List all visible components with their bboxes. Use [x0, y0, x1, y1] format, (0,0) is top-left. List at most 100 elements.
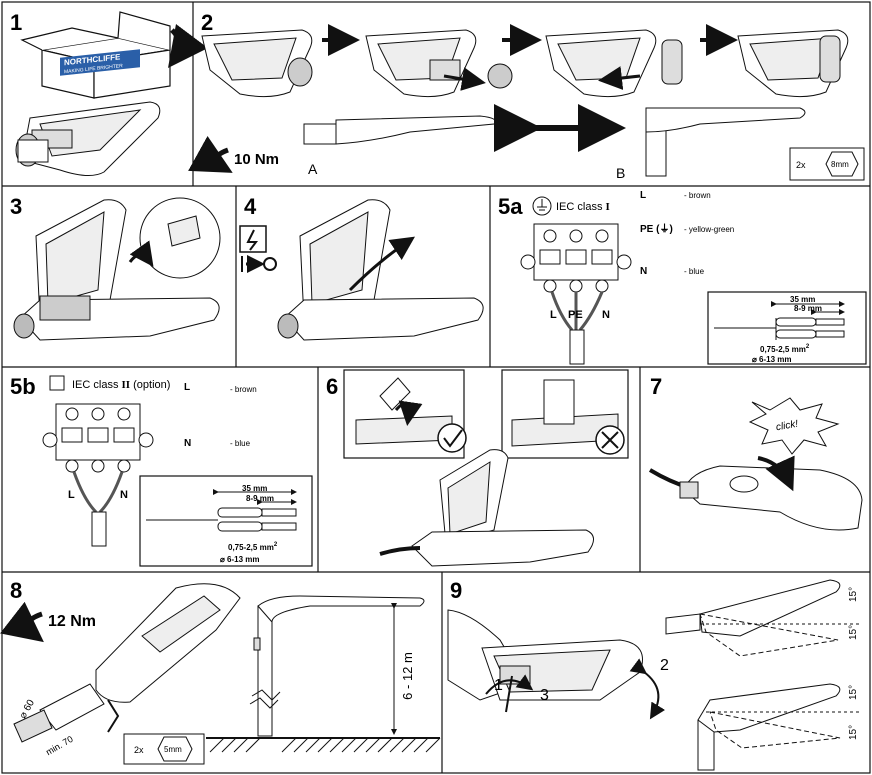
- close-lid-arrow: [757, 455, 795, 492]
- step-number-5b: 5b: [10, 374, 36, 399]
- step-3-label: 3: [540, 687, 549, 704]
- open-housing-illustration: [13, 197, 221, 341]
- cable-diameter: ⌀ 6-13 mm: [752, 355, 792, 364]
- open-adapter-sequence: [201, 29, 849, 98]
- panel-4: 4: [239, 194, 484, 341]
- hex-key-inserted-icon: [107, 699, 120, 733]
- iec-class-label-5b: IEC class II (option): [72, 379, 170, 391]
- legend-5b-code-n: N: [184, 438, 191, 449]
- luminaire-in-box-illustration: [15, 101, 161, 176]
- legend-5b-desc-n: - blue: [230, 439, 251, 448]
- legend-code-pe: PE (⏚): [640, 223, 673, 235]
- panel-7: 7 click!: [648, 374, 863, 531]
- strip-length-outer-5b: 35 mm: [242, 484, 267, 493]
- open-housing-wired-illustration: [379, 449, 594, 567]
- wire-strip-diagram: [707, 291, 867, 365]
- cross-mark-icon: [595, 425, 625, 455]
- variant-b-label: B: [616, 165, 625, 181]
- wire-bundle-2: [72, 471, 124, 547]
- tilt-side-view-bottom: [697, 683, 860, 771]
- tilt-angle-down: 15°: [848, 625, 859, 640]
- step-number-1: 1: [10, 10, 22, 35]
- step-number-7: 7: [650, 374, 662, 399]
- luminaire-on-spigot-illustration: [13, 583, 241, 743]
- panel-8: 8 12 Nm ⌀ 60 min. 70 2x 5mm: [0, 578, 441, 765]
- wire-strip-diagram-5b: [139, 475, 313, 567]
- step-number-3: 3: [10, 194, 22, 219]
- panel-1: 1 NORTHCLIFFE MAKING LIFE BRIGHTER: [10, 10, 208, 176]
- legend-code-n: N: [640, 266, 647, 277]
- sequence-arrows: [322, 24, 738, 91]
- panel-3: 3: [10, 194, 221, 341]
- terminal-l: L: [550, 309, 557, 321]
- tool-count-8: 2x: [134, 745, 144, 755]
- closed-luminaire-illustration: [648, 465, 863, 531]
- legend-5b-desc-l: - brown: [230, 385, 257, 394]
- click-sound-text: click!: [775, 419, 799, 434]
- tilt-angle-up-2: 15°: [848, 685, 859, 700]
- open-box-arrow: [168, 23, 208, 69]
- step-number-5a: 5a: [498, 194, 523, 219]
- open-housing-cable-illustration: [277, 199, 484, 341]
- step-number-9: 9: [450, 578, 462, 603]
- terminal-n: N: [602, 309, 610, 321]
- hex-key-icon-8: [157, 736, 193, 762]
- box-logo-panel: [60, 49, 140, 76]
- terminal-5b-n: N: [120, 489, 128, 501]
- strip-length-inner-5b: 8-9 mm: [246, 494, 274, 503]
- panel-2: 2 10 Nm A: [188, 10, 865, 181]
- ground-hatching: [206, 737, 441, 753]
- legend-desc-pe: - yellow-green: [684, 225, 734, 234]
- legend-code-l: L: [640, 190, 646, 201]
- cable-diameter-5b: ⌀ 6-13 mm: [220, 555, 260, 564]
- clamp-close-arrow: [394, 400, 423, 426]
- step-number-6: 6: [326, 374, 338, 399]
- panel-5b: 5b IEC class II (option) L - brown N - b…: [10, 374, 313, 567]
- mounting-height: 6 - 12 m: [400, 652, 415, 700]
- post-top-variant-b: [645, 107, 806, 177]
- spigot-min-length: min. 70: [44, 734, 75, 757]
- pole-illustration: [249, 595, 425, 737]
- torque-value-8: 12 Nm: [48, 613, 96, 630]
- legend-5b-code-l: L: [184, 382, 190, 393]
- strip-length-inner: 8-9 mm: [794, 304, 822, 313]
- panel-9: 9 1 3 2 15° 15° 15° 15°: [447, 578, 860, 771]
- tool-size: 8mm: [831, 160, 849, 169]
- step-1-label: 1: [494, 677, 503, 694]
- loosen-tighten-arrow: [485, 674, 534, 695]
- panel-5a: 5a IEC class I L - brown PE (⏚) - yellow…: [498, 190, 867, 365]
- wire-cross-section: 0,75-2,5 mm2: [760, 344, 810, 354]
- wire-cross-section-5b: 0,75-2,5 mm2: [228, 542, 278, 552]
- side-entry-variant-a: [303, 115, 496, 145]
- wire-bundle-3: [550, 291, 604, 365]
- tilt-angle-up: 15°: [848, 587, 859, 602]
- torque-arrow-8: [0, 601, 44, 643]
- clamp-lever-closed: [511, 379, 619, 447]
- double-insulation-icon: [49, 375, 65, 391]
- click-burst-icon: [748, 397, 840, 455]
- strip-length-outer: 35 mm: [790, 295, 815, 304]
- panel-6: 6: [326, 369, 629, 567]
- step-number-8: 8: [10, 578, 22, 603]
- torque-value: 10 Nm: [234, 151, 279, 168]
- tilt-angle-down-2: 15°: [848, 725, 859, 740]
- tool-size-8: 5mm: [164, 745, 182, 754]
- step-number-4: 4: [244, 194, 257, 219]
- legend-desc-n: - blue: [684, 267, 705, 276]
- step-2-label: 2: [660, 657, 669, 674]
- legend-desc-l: - brown: [684, 191, 711, 200]
- tool-count: 2x: [796, 160, 806, 170]
- tool-spec-box: 2x 8mm: [789, 147, 865, 181]
- step-number-2: 2: [201, 10, 213, 35]
- earth-symbol-icon: [532, 196, 552, 216]
- clamp-lever-open: [355, 377, 453, 445]
- tool-spec-box-8: 2x 5mm: [123, 733, 205, 765]
- hex-key-icon-9: [505, 675, 513, 713]
- terminal-pe: PE: [568, 309, 583, 321]
- terminal-block-2pole: [42, 403, 154, 473]
- variant-a-label: A: [308, 161, 318, 177]
- terminal-block-3pole: [520, 223, 632, 293]
- hex-key-icon: [825, 151, 859, 177]
- iec-class-label: IEC class I: [556, 201, 610, 213]
